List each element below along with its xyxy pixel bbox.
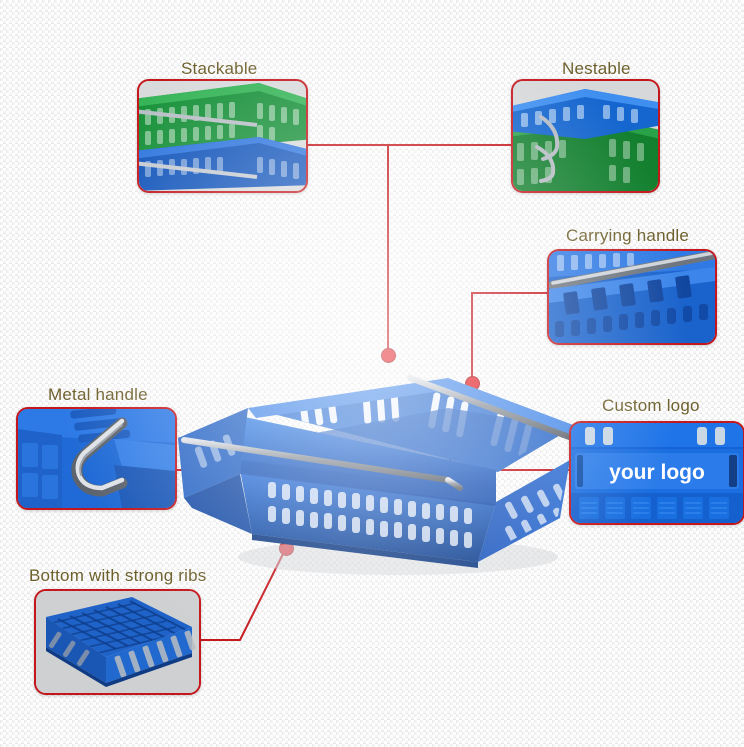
custom-logo-icon: your logo (571, 423, 743, 523)
nested-crates-icon (513, 81, 658, 191)
thumb-stackable[interactable] (137, 79, 308, 193)
hero-crate-image (148, 352, 588, 582)
connector-stackable (304, 144, 389, 355)
thumb-metal-handle[interactable] (16, 407, 177, 510)
label-metal-handle: Metal handle (48, 385, 148, 404)
label-stackable: Stackable (181, 59, 258, 78)
carrying-handle-icon (549, 251, 715, 343)
thumb-nestable[interactable] (511, 79, 660, 193)
label-carrying-handle: Carrying handle (566, 226, 690, 245)
connector-carrying-handle (471, 292, 547, 383)
thumb-carrying-handle[interactable] (547, 249, 717, 345)
anchor-stack-nest (381, 348, 396, 363)
connector-bottom-ribs (197, 547, 287, 641)
crate-bottom-icon (36, 591, 199, 693)
metal-handle-icon (18, 409, 175, 508)
label-bottom-ribs: Bottom with strong ribs (29, 566, 207, 585)
thumb-custom-logo[interactable]: your logo (569, 421, 744, 525)
thumb-bottom-ribs[interactable] (34, 589, 201, 695)
custom-logo-text: your logo (609, 461, 705, 484)
label-custom-logo: Custom logo (602, 396, 700, 415)
label-nestable: Nestable (562, 59, 631, 78)
stacked-crates-icon (139, 81, 306, 191)
